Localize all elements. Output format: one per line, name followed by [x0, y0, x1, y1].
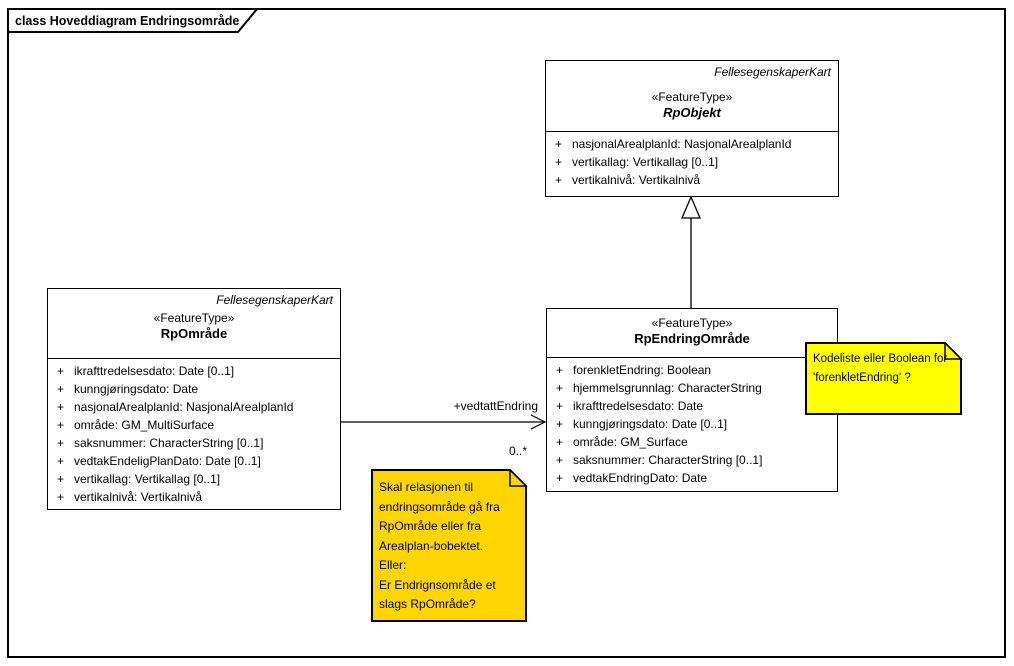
- attribute-row: + kunngjøringsdato: Date: [48, 381, 340, 399]
- class-name: RpOmråde: [160, 326, 228, 341]
- attribute-text: ikrafttredelsesdato: Date [0..1]: [74, 364, 235, 378]
- attribute-text: område: GM_Surface: [573, 435, 688, 449]
- class-rpendringomrade-header: «FeatureType» RpEndringOmråde: [547, 309, 837, 358]
- attribute-compartment: + forenkletEndring: Boolean + hjemmelsgr…: [547, 358, 837, 488]
- attribute-visibility: +: [556, 381, 564, 395]
- attribute-row: + område: GM_Surface: [547, 434, 837, 452]
- note-relasjon[interactable]: Skal relasjonen til endringsområde gå fr…: [371, 469, 528, 622]
- note-text: Kodeliste eller Boolean for 'forenkletEn…: [813, 353, 948, 384]
- attribute-row: + ikrafttredelsesdato: Date [0..1]: [48, 363, 340, 381]
- association-arrowhead-icon: [530, 414, 547, 430]
- attribute-text: ikrafttredelsesdato: Date: [573, 399, 704, 413]
- diagram-title-tab: [7, 8, 260, 33]
- attribute-visibility: +: [555, 155, 563, 169]
- association-multiplicity: 0..*: [509, 444, 528, 458]
- attribute-visibility: +: [556, 471, 564, 485]
- note-text: Skal relasjonen til endringsområde gå fr…: [379, 480, 500, 611]
- attribute-text: nasjonalArealplanId: NasjonalArealplanId: [74, 400, 294, 414]
- attribute-row: + vedtakEndeligPlanDato: Date [0..1]: [48, 453, 340, 471]
- attribute-text: forenkletEndring: Boolean: [573, 363, 712, 377]
- stereotype-label: «FeatureType»: [651, 90, 733, 104]
- attribute-row: + vedtakEndringDato: Date: [547, 470, 837, 488]
- class-name: RpObjekt: [663, 105, 721, 120]
- note-fold-icon: [944, 342, 963, 360]
- attribute-visibility: +: [57, 490, 65, 504]
- attribute-text: vertikalnivå: Vertikalnivå: [572, 173, 701, 187]
- attribute-visibility: +: [556, 435, 564, 449]
- attribute-visibility: +: [555, 173, 563, 187]
- attribute-text: område: GM_MultiSurface: [74, 418, 215, 432]
- class-name: RpEndringOmråde: [634, 331, 750, 346]
- attribute-row: + saksnummer: CharacterString [0..1]: [48, 435, 340, 453]
- attribute-text: hjemmelsgrunnlag: CharacterString: [573, 381, 762, 395]
- attribute-row: + forenkletEndring: Boolean: [547, 362, 837, 380]
- attribute-compartment: + nasjonalArealplanId: NasjonalArealplan…: [546, 132, 838, 190]
- attribute-visibility: +: [57, 418, 65, 432]
- attribute-row: + kunngjøringsdato: Date [0..1]: [547, 416, 837, 434]
- class-rpomrade[interactable]: FellesegenskaperKart «FeatureType» RpOmr…: [47, 288, 341, 510]
- attribute-visibility: +: [57, 364, 65, 378]
- attribute-compartment: + ikrafttredelsesdato: Date [0..1] + kun…: [48, 359, 340, 507]
- class-rpomrade-header: FellesegenskaperKart «FeatureType» RpOmr…: [48, 289, 340, 359]
- attribute-text: kunngjøringsdato: Date [0..1]: [573, 417, 728, 431]
- note-body: [371, 469, 527, 622]
- stereotype-label: «FeatureType»: [153, 311, 235, 325]
- attribute-row: + vertikallag: Vertikallag [0..1]: [48, 471, 340, 489]
- attribute-row: + saksnummer: CharacterString [0..1]: [547, 452, 837, 470]
- attribute-row: + nasjonalArealplanId: NasjonalArealplan…: [48, 399, 340, 417]
- attribute-text: vedtakEndeligPlanDato: Date [0..1]: [74, 454, 261, 468]
- package-label: FellesegenskaperKart: [216, 293, 333, 307]
- attribute-visibility: +: [556, 399, 564, 413]
- attribute-text: vertikalnivå: Vertikalnivå: [74, 490, 203, 504]
- attribute-row: + nasjonalArealplanId: NasjonalArealplan…: [546, 136, 838, 154]
- attribute-visibility: +: [57, 436, 65, 450]
- attribute-row: + vertikalnivå: Vertikalnivå: [48, 489, 340, 507]
- attribute-visibility: +: [57, 454, 65, 468]
- class-rpendringomrade[interactable]: «FeatureType» RpEndringOmråde + forenkle…: [546, 308, 838, 492]
- attribute-text: vertikallag: Vertikallag [0..1]: [572, 155, 719, 169]
- attribute-text: saksnummer: CharacterString [0..1]: [573, 453, 763, 467]
- attribute-visibility: +: [57, 382, 65, 396]
- attribute-visibility: +: [556, 417, 564, 431]
- note-forenkletendring[interactable]: Kodeliste eller Boolean for 'forenkletEn…: [805, 342, 963, 415]
- diagram-title: class Hoveddiagram Endringsområde: [15, 14, 240, 28]
- class-rpobjekt-header: FellesegenskaperKart «FeatureType» RpObj…: [546, 61, 838, 132]
- note-body: [805, 342, 962, 415]
- attribute-row: + vertikallag: Vertikallag [0..1]: [546, 154, 838, 172]
- package-label: FellesegenskaperKart: [714, 65, 831, 79]
- attribute-row: + område: GM_MultiSurface: [48, 417, 340, 435]
- class-rpobjekt[interactable]: FellesegenskaperKart «FeatureType» RpObj…: [545, 60, 839, 197]
- attribute-visibility: +: [555, 137, 563, 151]
- attribute-visibility: +: [556, 453, 564, 467]
- attribute-text: vedtakEndringDato: Date: [573, 471, 708, 485]
- attribute-text: nasjonalArealplanId: NasjonalArealplanId: [572, 137, 792, 151]
- attribute-text: kunngjøringsdato: Date: [74, 382, 199, 396]
- note-fold-icon: [509, 469, 528, 487]
- generalization-arrowhead-icon: [681, 195, 701, 219]
- attribute-text: saksnummer: CharacterString [0..1]: [74, 436, 264, 450]
- attribute-visibility: +: [57, 472, 65, 486]
- attribute-visibility: +: [556, 363, 564, 377]
- attribute-row: + ikrafttredelsesdato: Date: [547, 398, 837, 416]
- attribute-visibility: +: [57, 400, 65, 414]
- association-role-label: +vedtattEndring: [453, 399, 538, 413]
- attribute-row: + vertikalnivå: Vertikalnivå: [546, 172, 838, 190]
- attribute-text: vertikallag: Vertikallag [0..1]: [74, 472, 221, 486]
- attribute-row: + hjemmelsgrunnlag: CharacterString: [547, 380, 837, 398]
- stereotype-label: «FeatureType»: [651, 316, 733, 330]
